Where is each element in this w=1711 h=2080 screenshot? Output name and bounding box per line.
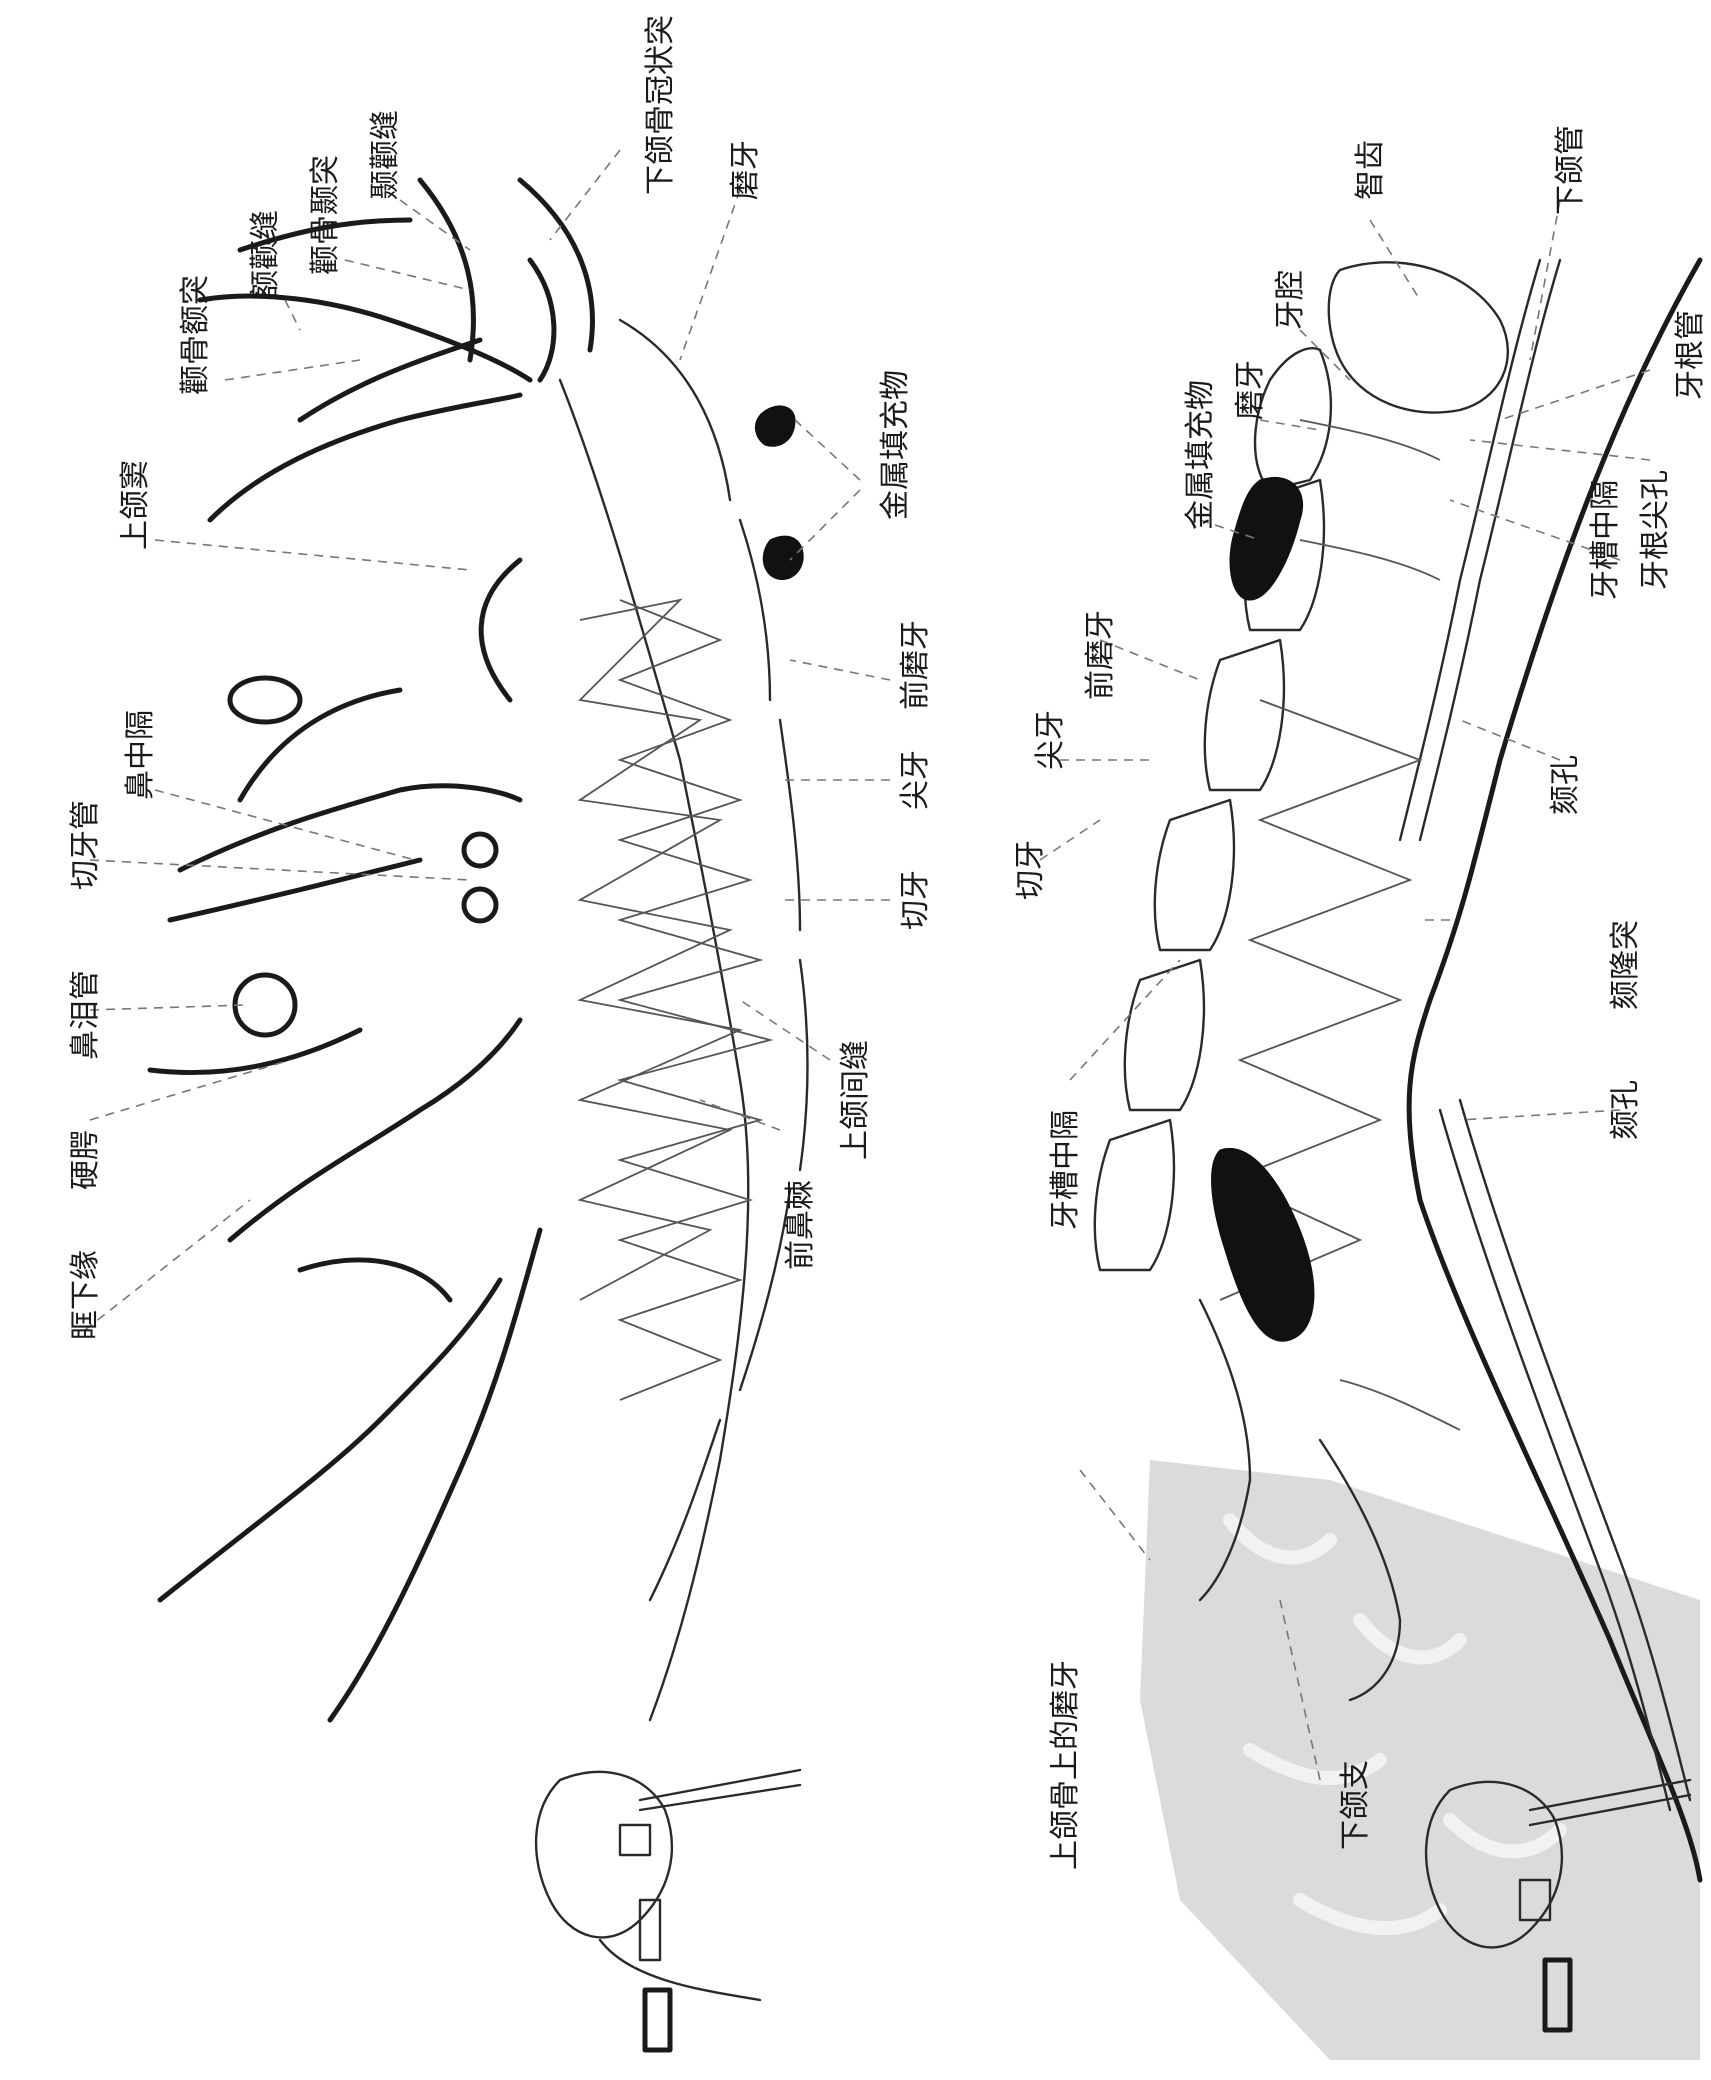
label-infraorbital-margin: 眶下缘 xyxy=(68,1250,103,1340)
label-molar-top: 磨牙 xyxy=(728,140,763,200)
label-hard-palate: 硬腭 xyxy=(68,1130,103,1190)
label-interalveolar-septum-left: 牙槽中隔 xyxy=(1048,1110,1083,1230)
top-metal-filling-2 xyxy=(763,536,803,580)
label-premolar-bottom: 前磨牙 xyxy=(1083,610,1118,700)
label-root-canal: 牙根管 xyxy=(1673,310,1708,400)
label-mental-protuberance: 颏隆突 xyxy=(1608,920,1643,1010)
label-pulp-cavity: 牙腔 xyxy=(1273,270,1308,330)
label-intermaxillary-suture: 上颌间缝 xyxy=(838,1040,873,1160)
maxillary-sinus-ellipse xyxy=(230,678,300,722)
label-maxillary-molar: 上颌骨上的磨牙 xyxy=(1048,1660,1083,1870)
label-canine-bottom: 尖牙 xyxy=(1033,710,1068,770)
label-anterior-nasal-spine: 前鼻棘 xyxy=(783,1180,818,1270)
label-nasolacrimal-duct: 鼻泪管 xyxy=(68,970,103,1060)
label-incisor-bottom: 切牙 xyxy=(1013,840,1048,900)
label-zygomatic-frontal-process: 颧骨额突 xyxy=(178,275,213,395)
label-apical-foramen: 牙根尖孔 xyxy=(1638,470,1673,590)
label-wisdom-tooth: 智齿 xyxy=(1353,140,1388,200)
label-maxillary-sinus: 上颌窦 xyxy=(118,460,153,550)
incisive-foramen-circle-1 xyxy=(464,834,496,866)
label-coronoid-process: 下颌骨冠状突 xyxy=(643,15,678,195)
bottom-metal-filling-1 xyxy=(1230,477,1303,600)
label-mandibular-ramus: 下颌支 xyxy=(1338,1760,1373,1850)
label-nasal-septum: 鼻中隔 xyxy=(123,710,158,800)
label-zygomatic-temporal-process: 颧骨颞突 xyxy=(308,155,343,275)
top-metal-filling-1 xyxy=(755,406,795,446)
label-incisive-canal: 切牙管 xyxy=(68,800,103,890)
label-interalveolar-septum-right: 牙槽中隔 xyxy=(1588,480,1623,600)
label-metal-filling-top: 金属填充物 xyxy=(878,370,913,520)
label-mental-foramen-left: 颏孔 xyxy=(1608,1080,1643,1140)
label-temporozygomatic-suture: 颞颧缝 xyxy=(368,110,403,200)
incisive-foramen-circle-2 xyxy=(464,889,496,921)
label-premolar-top: 前磨牙 xyxy=(898,620,933,710)
top-panel-drawing xyxy=(85,150,890,2050)
label-incisor-top: 切牙 xyxy=(898,870,933,930)
nasolacrimal-canal-circle xyxy=(235,975,295,1035)
wisdom-tooth-shape xyxy=(1329,262,1508,412)
label-frontozygomatic-suture: 额颧缝 xyxy=(248,210,283,300)
bottom-metal-filling-2 xyxy=(1212,1148,1314,1341)
label-molar-bottom: 磨牙 xyxy=(1233,360,1268,420)
label-mandibular-canal: 下颌管 xyxy=(1553,125,1588,215)
patient-position-icon-top xyxy=(536,1770,800,2050)
label-mental-foramen-right: 颏孔 xyxy=(1548,755,1583,815)
label-metal-filling-bottom: 金属填充物 xyxy=(1183,380,1218,530)
label-canine-top: 尖牙 xyxy=(898,750,933,810)
